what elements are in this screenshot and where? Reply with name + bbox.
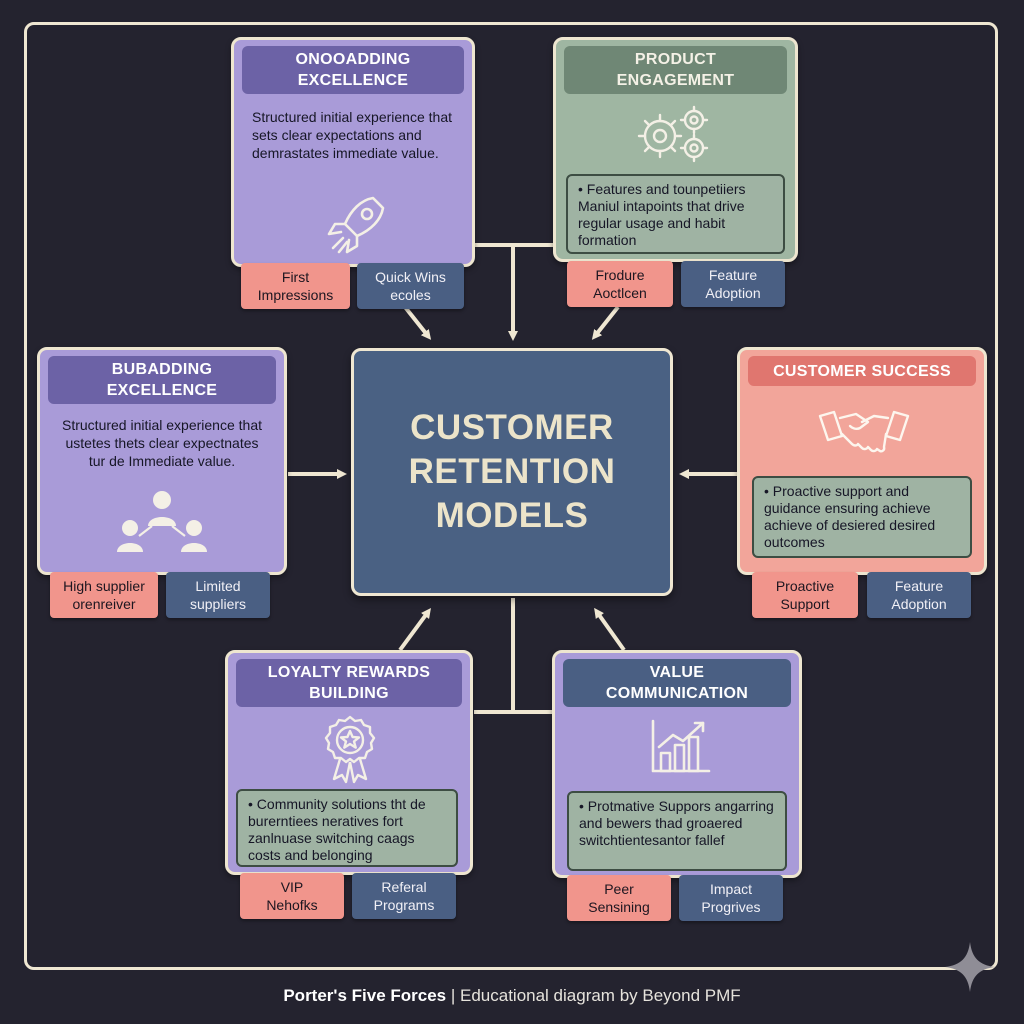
tag-vip-networks: VIP Nehofks xyxy=(240,873,344,919)
tag-referral-programs: Referal Programs xyxy=(352,873,456,919)
onboarding-arrow xyxy=(403,305,432,340)
award-badge-icon xyxy=(324,715,376,784)
value-arrow xyxy=(594,607,626,652)
caption-bold: Porter's Five Forces xyxy=(283,986,447,1005)
tag-froduce-aoctlcen: Frodure Aoctlcen xyxy=(567,261,673,307)
footer-caption: Porter's Five Forces | Educational diagr… xyxy=(0,986,1024,1006)
product-engagement-title: PRODUCT ENGAGEMENT xyxy=(564,46,787,94)
center-title-box: CUSTOMER RETENTION MODELS xyxy=(351,348,673,596)
bubadding-card-title: BUBADDING EXCELLENCE xyxy=(48,356,276,404)
tag-feature-adoption-top: Feature Adoption xyxy=(681,261,785,307)
loyalty-arrow xyxy=(398,607,431,652)
tag-peer-sensining: Peer Sensining xyxy=(567,875,671,921)
value-communication-description: • Protmative Suppors angarring and bewer… xyxy=(567,791,787,871)
onboarding-card-title: ONOOADDING EXCELLENCE xyxy=(242,46,464,94)
loyalty-rewards-description: • Community solutions tht de burerntiees… xyxy=(236,789,458,867)
product-engagement-card: PRODUCT ENGAGEMENT • Features and tounpe… xyxy=(553,37,798,262)
caption-rest: | Educational diagram by Beyond PMF xyxy=(446,986,741,1005)
bubadding-card: BUBADDING EXCELLENCE Structured initial … xyxy=(37,347,287,575)
tag-limited-suppliers: Limited suppliers xyxy=(166,572,270,618)
diagram-frame xyxy=(24,22,998,970)
handshake-icon xyxy=(818,410,910,453)
gears-icon xyxy=(637,105,709,163)
value-communication-title: VALUE COMMUNICATION xyxy=(563,659,791,707)
tag-quick-wins: Quick Wins ecoles xyxy=(357,263,464,309)
growth-chart-icon xyxy=(651,719,711,773)
onboarding-card: ONOOADDING EXCELLENCE Structured initial… xyxy=(231,37,475,267)
tag-feature-adoption-right: Feature Adoption xyxy=(867,572,971,618)
tag-first-impressions: First Impressions xyxy=(241,263,350,309)
bubadding-card-description: Structured initial experience that ustet… xyxy=(62,417,262,469)
team-network-icon xyxy=(117,491,207,552)
onboarding-card-description: Structured initial experience that sets … xyxy=(252,109,452,161)
rocket-icon xyxy=(327,196,385,254)
customer-success-title: CUSTOMER SUCCESS xyxy=(748,356,976,386)
tag-high-supplier: High supplier orenreiver xyxy=(50,572,158,618)
tag-impact-progrives: Impact Progrives xyxy=(679,875,783,921)
customer-success-description: • Proactive support and guidance ensurin… xyxy=(752,476,972,558)
loyalty-rewards-card: LOYALTY REWARDS BUILDING • Community sol… xyxy=(225,650,473,875)
engagement-arrow xyxy=(591,305,620,340)
tag-proactive-support: Proactive Support xyxy=(752,572,858,618)
sparkle-icon xyxy=(945,942,995,992)
customer-success-card: CUSTOMER SUCCESS • Proactive support and… xyxy=(737,347,987,575)
loyalty-rewards-title: LOYALTY REWARDS BUILDING xyxy=(236,659,462,707)
value-communication-card: VALUE COMMUNICATION • Protmative Suppors… xyxy=(552,650,802,878)
product-engagement-description: • Features and tounpetiiers Maniul intap… xyxy=(566,174,785,254)
